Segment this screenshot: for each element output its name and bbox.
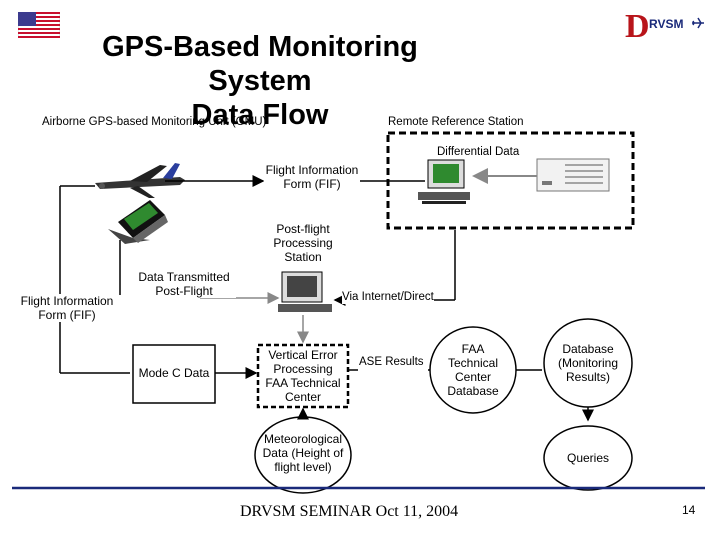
page-number: 14 (682, 503, 696, 517)
queries-node: Queries (566, 451, 610, 465)
gps-receiver-icon (536, 158, 610, 192)
monitoring-database-node: Database (Monitoring Results) (557, 342, 619, 384)
aircraft-icon (95, 163, 185, 198)
postflight-station-label: Post-flight Processing Station (258, 222, 348, 264)
gmu-label: Airborne GPS-based Monitoring Unit (GMU) (42, 116, 267, 128)
ase-results-label: ASE Results (359, 356, 424, 368)
fif-left-label: Flight Information Form (FIF) (18, 294, 116, 322)
data-transmitted-label: Data Transmitted Post-Flight (132, 270, 236, 298)
postflight-computer-icon (278, 271, 332, 312)
drvsm-logo: D RVSM (625, 8, 705, 45)
faa-database-node: FAA Technical Center Database (447, 342, 499, 398)
vertical-error-box: Vertical Error Processing FAA Technical … (265, 348, 341, 404)
page-title: GPS-Based Monitoring System Data Flow (102, 31, 418, 131)
footer-seminar: DRVSM SEMINAR Oct 11, 2004 (240, 503, 459, 520)
meteorological-node: Meteorological Data (Height of flight le… (262, 432, 344, 474)
us-flag-icon (17, 11, 61, 39)
reference-computer-icon (418, 159, 470, 204)
gmu-laptop-icon (108, 200, 168, 244)
via-internet-label: Via Internet/Direct (342, 290, 434, 304)
mode-c-box: Mode C Data (135, 366, 213, 380)
fif-top-label: Flight Information Form (FIF) (264, 163, 360, 191)
differential-data-label: Differential Data (437, 146, 520, 158)
plane-icon (692, 17, 704, 29)
reference-station-label: Remote Reference Station (388, 116, 524, 128)
